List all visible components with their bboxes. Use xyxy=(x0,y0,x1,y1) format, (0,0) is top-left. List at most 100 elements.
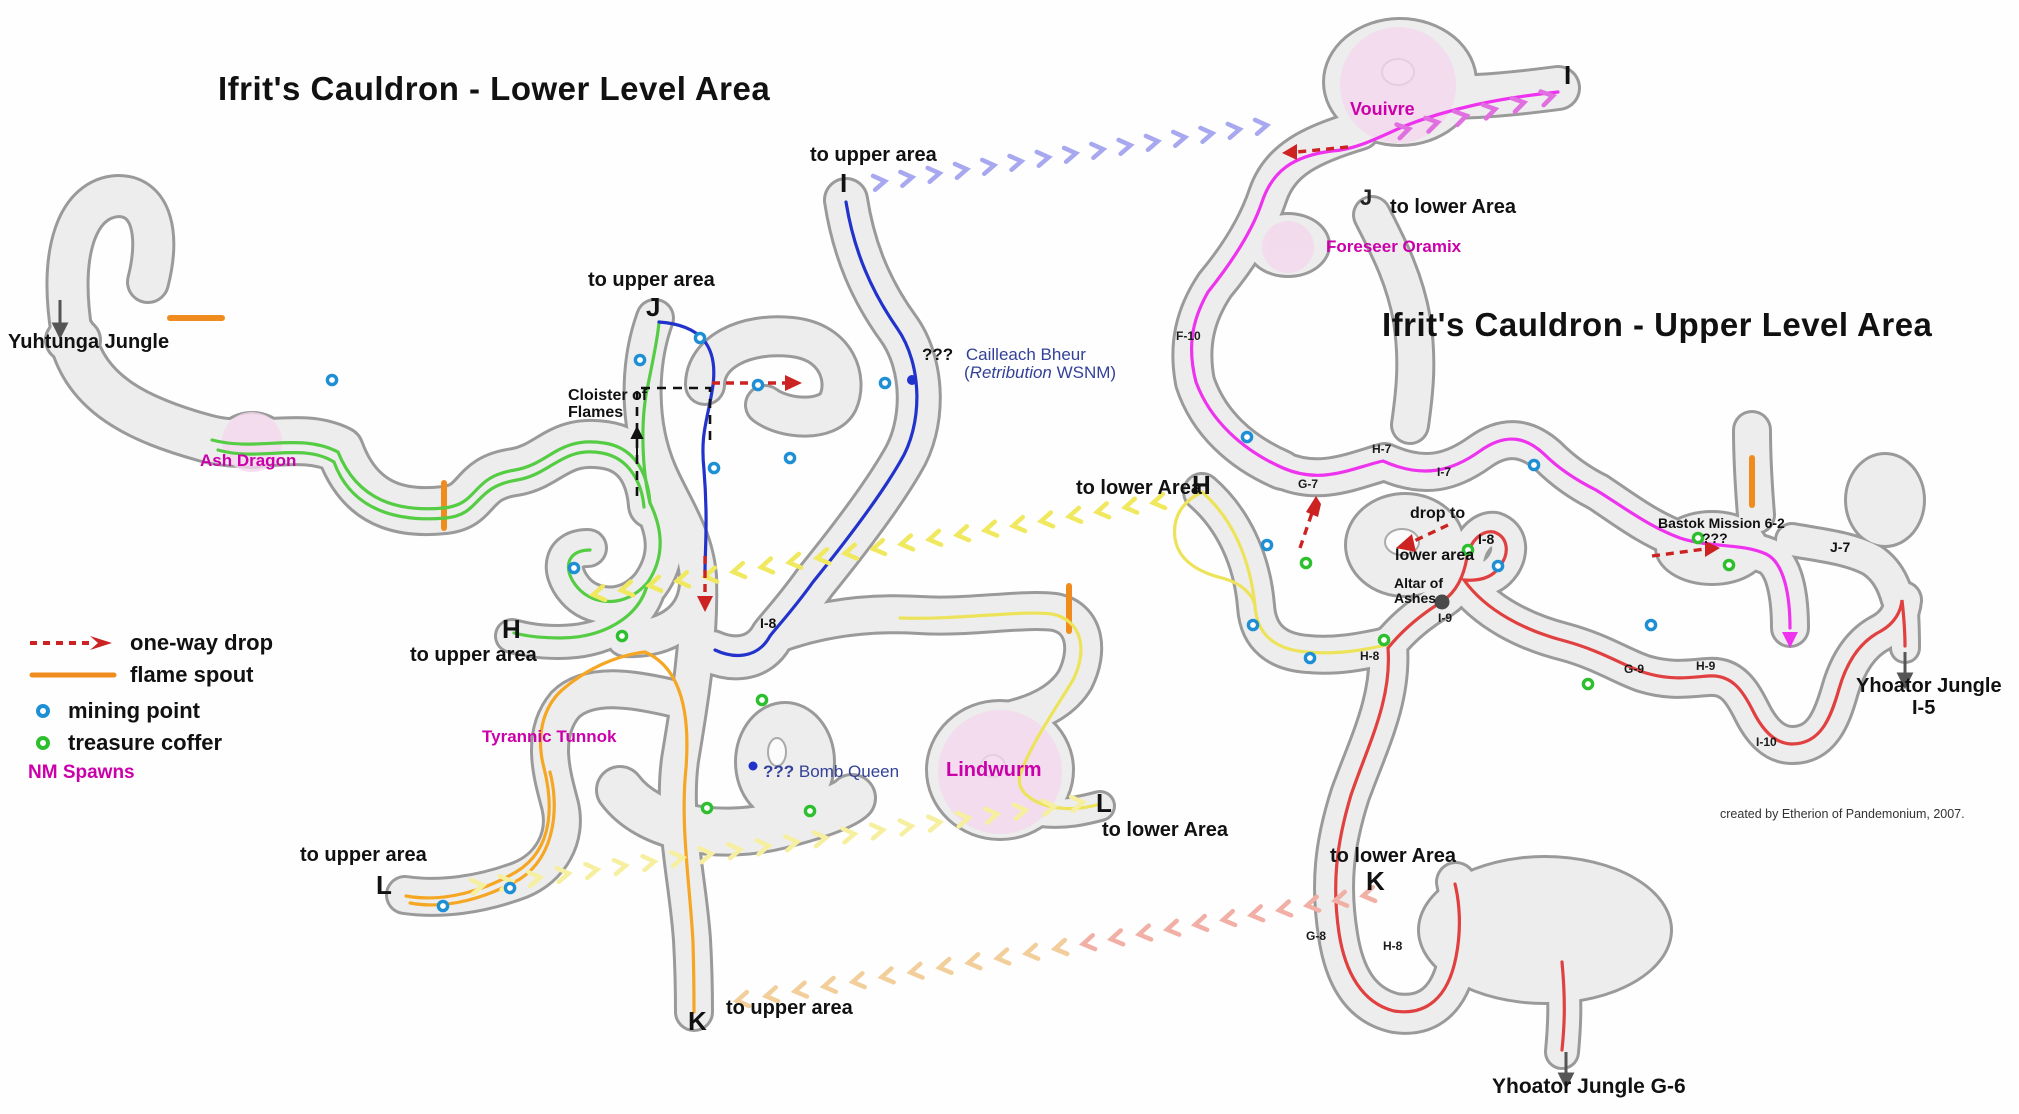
grid-ref-j7: J-7 xyxy=(1830,539,1851,555)
legend-row-flame-spout: flame spout xyxy=(28,662,273,688)
mining-point xyxy=(325,373,339,387)
treasure-coffer xyxy=(1581,677,1595,691)
drop-to-lower-area-label-bottom: lower area xyxy=(1395,547,1475,564)
to-upper-area-i-label: to upper area xyxy=(810,144,937,166)
mining-point xyxy=(1240,430,1254,444)
cailleach-subtitle: (Retribution WSNM) xyxy=(964,362,1117,382)
chevron-trail-peach xyxy=(732,937,1070,1009)
yuhtunga-jungle-exit-label: Yuhtunga Jungle xyxy=(8,331,170,353)
yhoator-jungle-g6-label: Yhoator Jungle G-6 xyxy=(1492,1075,1686,1098)
grid-letter-l-upper: L xyxy=(1096,788,1112,818)
mining-point xyxy=(436,899,450,913)
grid-letter-j-lower: J xyxy=(646,292,661,322)
mining-point xyxy=(503,881,517,895)
mining-point xyxy=(567,561,581,575)
bomb-queen-name: Bomb Queen xyxy=(794,762,900,781)
one-way-drop-arrowheads xyxy=(697,144,1720,612)
to-upper-area-j-label: to upper area xyxy=(588,269,715,291)
mining-point xyxy=(1527,458,1541,472)
grid-ref-g7: G-7 xyxy=(1298,477,1319,491)
treasure-coffer xyxy=(1461,543,1475,557)
mining-point xyxy=(1246,618,1260,632)
route-magenta xyxy=(1189,90,1792,630)
legend-row-one-way-drop: one-way drop xyxy=(28,630,273,656)
treasure-coffer xyxy=(1377,633,1391,647)
grid-ref-i8-lower: I-8 xyxy=(760,615,777,631)
grid-ref-g9: G-9 xyxy=(1624,662,1645,676)
treasure-coffer xyxy=(755,693,769,707)
to-upper-area-l-label: to upper area xyxy=(300,844,427,866)
cloister-line-1: Cloister of xyxy=(568,387,648,404)
credit-line: created by Etherion of Pandemonium, 2007… xyxy=(1720,807,1965,821)
nm-label-cailleach: ??? Cailleach Bheur (Retribution WSNM) xyxy=(922,346,1116,382)
lower-level-title: Ifrit's Cauldron - Lower Level Area xyxy=(218,70,771,107)
treasure-coffers xyxy=(615,531,1736,818)
mining-point xyxy=(1491,559,1505,573)
treasure-coffer xyxy=(615,629,629,643)
mining-point xyxy=(878,376,892,390)
grid-ref-g8: G-8 xyxy=(1306,929,1327,943)
mining-point xyxy=(1644,618,1658,632)
chevron-trail-pale-yellow xyxy=(468,794,1088,897)
cloister-up-arrow xyxy=(630,425,644,460)
exit-arrows xyxy=(51,300,1914,1090)
mining-point xyxy=(783,451,797,465)
spawn-area-vouivre xyxy=(1340,27,1456,143)
altar-line-1: Altar of xyxy=(1394,575,1443,591)
grid-ref-i7: I-7 xyxy=(1437,465,1452,479)
drop-to-lower-area-label-top: drop to xyxy=(1410,505,1466,522)
altar-of-ashes-dot xyxy=(1434,594,1450,610)
one-way-drop-icon xyxy=(30,636,112,650)
one-way-drops xyxy=(703,145,1706,596)
mining-point xyxy=(633,353,647,367)
grid-letter-l-lower: L xyxy=(376,870,392,900)
mining-point xyxy=(751,378,765,392)
spawn-area-ash-dragon xyxy=(222,412,282,472)
treasure-coffer xyxy=(1691,531,1705,545)
magenta-route-arrowhead xyxy=(1782,632,1798,648)
legend-label-nm-spawns: NM Spawns xyxy=(28,762,135,783)
altar-line-2: Ashes xyxy=(1394,589,1437,606)
treasure-coffer xyxy=(1722,558,1736,572)
to-lower-area-h-label: to lower Area xyxy=(1076,477,1202,499)
legend: one-way drop flame spout mining point tr… xyxy=(28,630,273,784)
legend-label-treasure-coffer: treasure coffer xyxy=(68,730,223,755)
grid-ref-h7: H-7 xyxy=(1372,442,1392,456)
bastok-mission-label: Bastok Mission 6-2 xyxy=(1658,515,1785,531)
legend-label-flame-spout: flame spout xyxy=(130,662,254,687)
to-upper-area-h-label: to upper area xyxy=(410,644,537,666)
mining-point xyxy=(1303,651,1317,665)
grid-ref-i10: I-10 xyxy=(1756,735,1777,749)
bastok-mission-qmarks: ??? xyxy=(1702,530,1728,546)
to-lower-area-j-label: to lower Area xyxy=(1390,196,1516,218)
legend-row-mining-point: mining point xyxy=(28,698,273,724)
legend-row-treasure-coffer: treasure coffer xyxy=(28,730,273,756)
nm-label-bomb-queen: ??? Bomb Queen xyxy=(763,763,899,781)
to-lower-area-l-label: to lower Area xyxy=(1102,819,1228,841)
treasure-coffer xyxy=(803,804,817,818)
chevron-trail-magenta-exit xyxy=(1394,89,1557,141)
chevron-trail-yellow xyxy=(588,491,1168,603)
flame-spout-icon xyxy=(29,672,117,678)
grid-letter-k-lower: K xyxy=(688,1006,707,1036)
nm-label-ash-dragon: Ash Dragon xyxy=(200,451,297,470)
route-green xyxy=(210,320,662,640)
mining-point xyxy=(693,331,707,345)
grid-ref-h8: H-8 xyxy=(1360,649,1380,663)
cailleach-spawn-dot xyxy=(907,375,917,385)
nm-spawn-areas xyxy=(222,27,1456,834)
mining-points xyxy=(325,331,1658,913)
cloister-of-flames-label: Cloister of Flames xyxy=(568,387,648,422)
grid-ref-h9: H-9 xyxy=(1696,659,1716,673)
grid-letter-h-upper: H xyxy=(1192,470,1211,500)
yhoator-jungle-i5-label: Yhoator Jungle xyxy=(1856,675,2002,697)
spawn-area-lindwurm xyxy=(938,710,1062,834)
chevron-trail-violet xyxy=(870,117,1272,193)
mining-point-icon xyxy=(36,704,50,718)
treasure-coffer-icon xyxy=(36,736,50,750)
cailleach-name: Cailleach Bheur xyxy=(965,345,1086,364)
route-red xyxy=(1334,530,1907,1052)
spawn-area-foreseer xyxy=(1262,221,1314,273)
